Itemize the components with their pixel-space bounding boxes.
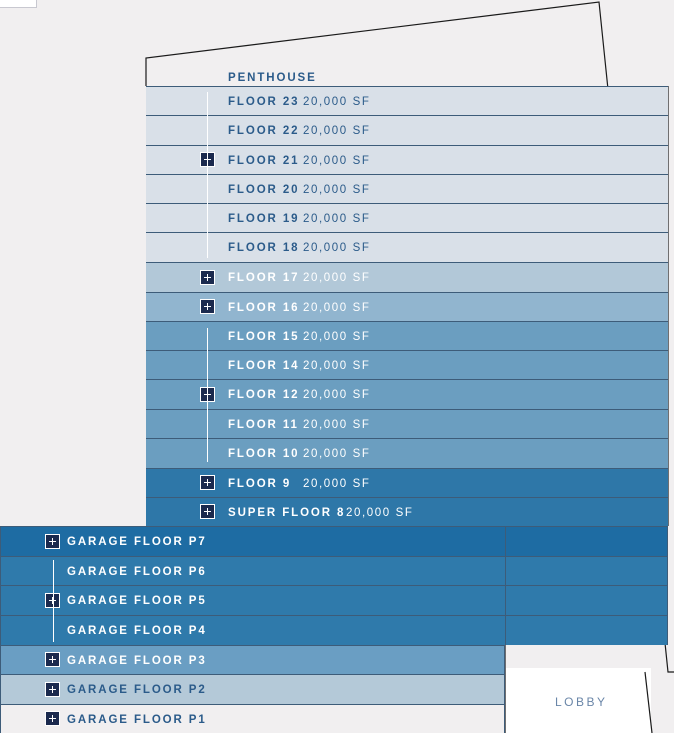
lobby-box bbox=[506, 668, 651, 733]
garage-label: GARAGE FLOOR P1 bbox=[67, 714, 207, 726]
plus-square-icon[interactable] bbox=[200, 270, 215, 285]
floor-label: FLOOR 21 bbox=[228, 155, 300, 167]
floor-label: FLOOR 12 bbox=[228, 389, 300, 401]
floor-area: 20,000 SF bbox=[303, 448, 371, 460]
group-connector-line bbox=[207, 328, 208, 462]
floor-label: FLOOR 15 bbox=[228, 331, 300, 343]
plus-square-icon[interactable] bbox=[200, 299, 215, 314]
plus-square-icon[interactable] bbox=[200, 504, 215, 519]
floor-area: 20,000 SF bbox=[303, 389, 371, 401]
floor-label: FLOOR 10 bbox=[228, 448, 300, 460]
floor-label: FLOOR 18 bbox=[228, 242, 300, 254]
floor-band-floor-14[interactable] bbox=[146, 350, 668, 379]
floor-label: FLOOR 23 bbox=[228, 96, 300, 108]
group-connector-line bbox=[53, 560, 54, 642]
floor-label: SUPER FLOOR 8 bbox=[228, 507, 346, 519]
group-connector-line bbox=[207, 92, 208, 258]
floor-band-super-floor-8[interactable] bbox=[146, 497, 668, 526]
garage-band-garage-floor-p7[interactable] bbox=[0, 526, 668, 556]
garage-label: GARAGE FLOOR P7 bbox=[67, 536, 207, 548]
floor-band-floor-9[interactable] bbox=[146, 468, 668, 497]
plus-square-icon[interactable] bbox=[45, 652, 60, 667]
floor-band-floor-12[interactable] bbox=[146, 379, 668, 409]
garage-label: GARAGE FLOOR P4 bbox=[67, 625, 207, 637]
garage-label: GARAGE FLOOR P3 bbox=[67, 655, 207, 667]
floor-label: FLOOR 17 bbox=[228, 272, 300, 284]
floor-area: 20,000 SF bbox=[303, 302, 371, 314]
garage-band-garage-floor-p2[interactable] bbox=[0, 674, 505, 704]
floor-band-floor-15[interactable] bbox=[146, 321, 668, 350]
lobby-label: LOBBY bbox=[555, 695, 608, 709]
garage-band-garage-floor-p1[interactable] bbox=[0, 704, 505, 733]
floor-area: 20,000 SF bbox=[303, 125, 371, 137]
plus-square-icon[interactable] bbox=[45, 534, 60, 549]
floor-area: 20,000 SF bbox=[303, 419, 371, 431]
plus-square-icon[interactable] bbox=[45, 593, 60, 608]
floor-area: 20,000 SF bbox=[303, 96, 371, 108]
lobby-edge bbox=[644, 671, 653, 733]
floor-area: 20,000 SF bbox=[303, 478, 371, 490]
floor-area: 20,000 SF bbox=[303, 360, 371, 372]
floor-label: FLOOR 9 bbox=[228, 478, 292, 490]
garage-band-garage-floor-p3[interactable] bbox=[0, 645, 505, 674]
floor-area: 20,000 SF bbox=[303, 331, 371, 343]
garage-band-garage-floor-p4[interactable] bbox=[0, 615, 668, 645]
floor-label: FLOOR 11 bbox=[228, 419, 299, 431]
floor-area: 20,000 SF bbox=[303, 272, 371, 284]
floor-band-floor-17[interactable] bbox=[146, 262, 668, 292]
floor-band-floor-20[interactable] bbox=[146, 174, 668, 203]
floor-label: FLOOR 19 bbox=[228, 213, 300, 225]
floor-area: 20,000 SF bbox=[303, 184, 371, 196]
garage-label: GARAGE FLOOR P2 bbox=[67, 684, 207, 696]
floor-area: 20,000 SF bbox=[303, 155, 371, 167]
floor-band-floor-23[interactable] bbox=[146, 86, 668, 115]
floor-label: FLOOR 16 bbox=[228, 302, 300, 314]
floor-band-floor-19[interactable] bbox=[146, 203, 668, 232]
floor-band-floor-18[interactable] bbox=[146, 232, 668, 262]
floor-band-floor-16[interactable] bbox=[146, 292, 668, 321]
garage-label: GARAGE FLOOR P6 bbox=[67, 566, 207, 578]
garage-divider bbox=[505, 526, 506, 645]
plus-square-icon[interactable] bbox=[45, 682, 60, 697]
floor-label: FLOOR 22 bbox=[228, 125, 300, 137]
garage-label: GARAGE FLOOR P5 bbox=[67, 595, 207, 607]
floor-band-floor-11[interactable] bbox=[146, 409, 668, 438]
floor-area: 20,000 SF bbox=[303, 242, 371, 254]
penthouse-label: PENTHOUSE bbox=[228, 72, 317, 84]
garage-band-garage-floor-p5[interactable] bbox=[0, 585, 668, 615]
floor-band-floor-22[interactable] bbox=[146, 115, 668, 145]
garage-band-garage-floor-p6[interactable] bbox=[0, 556, 668, 585]
window-corner bbox=[0, 0, 37, 8]
floor-label: FLOOR 20 bbox=[228, 184, 300, 196]
roof-outline bbox=[145, 1, 674, 673]
plus-square-icon[interactable] bbox=[200, 475, 215, 490]
floor-label: FLOOR 14 bbox=[228, 360, 300, 372]
floor-band-floor-21[interactable] bbox=[146, 145, 668, 174]
floor-area: 20,000 SF bbox=[303, 213, 371, 225]
plus-square-icon[interactable] bbox=[45, 711, 60, 726]
floor-area: 20,000 SF bbox=[346, 507, 414, 519]
floor-band-floor-10[interactable] bbox=[146, 438, 668, 468]
